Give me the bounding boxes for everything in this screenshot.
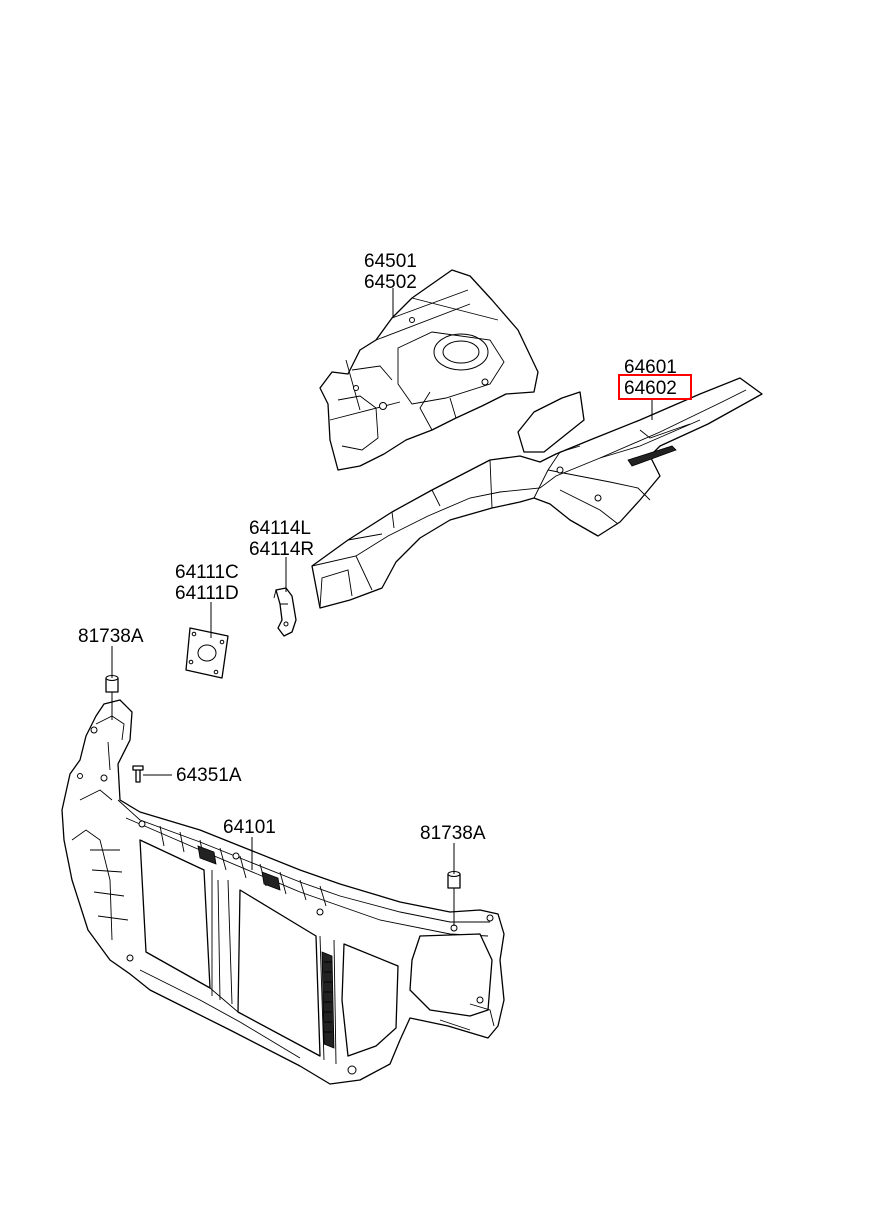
bracket-part[interactable] [273, 587, 297, 637]
callout-bracket[interactable]: 64114L 64114R [249, 518, 314, 560]
leader-lines [111, 288, 653, 926]
callout-bracket-line-1: 64114L [249, 518, 311, 539]
callout-plate-line-2: 64111D [175, 583, 239, 604]
callout-side-member-line-1: 64601 [624, 357, 677, 378]
plate-part[interactable] [185, 627, 229, 679]
callout-bolt[interactable]: 64351A [176, 765, 242, 786]
callout-nut-left[interactable]: 81738A [78, 626, 144, 647]
side-member-part[interactable] [311, 377, 763, 609]
callout-bolt-line-1: 64351A [176, 765, 242, 786]
callout-bracket-line-2: 64114R [249, 539, 315, 560]
callout-carrier-line-1: 64101 [223, 817, 276, 838]
callout-wheel-house-line-1: 64501 [364, 251, 417, 272]
callout-side-member-line-2: 64602 [624, 378, 677, 399]
callout-wheel-house[interactable]: 64501 64502 [364, 251, 417, 293]
callout-nut-left-line-1: 81738A [78, 626, 144, 647]
callout-plate-line-1: 64111C [175, 562, 239, 583]
callout-nut-right-line-1: 81738A [420, 823, 486, 844]
callout-plate[interactable]: 64111C 64111D [175, 562, 239, 604]
callout-wheel-house-line-2: 64502 [364, 272, 417, 293]
callout-nut-right[interactable]: 81738A [420, 823, 486, 844]
callout-carrier[interactable]: 64101 [223, 817, 276, 838]
wheel-house-part[interactable] [319, 269, 539, 471]
callout-side-member[interactable]: 64601 64602 [624, 357, 677, 399]
front-carrier-part[interactable] [61, 699, 505, 1085]
bolt-part[interactable] [132, 765, 144, 783]
